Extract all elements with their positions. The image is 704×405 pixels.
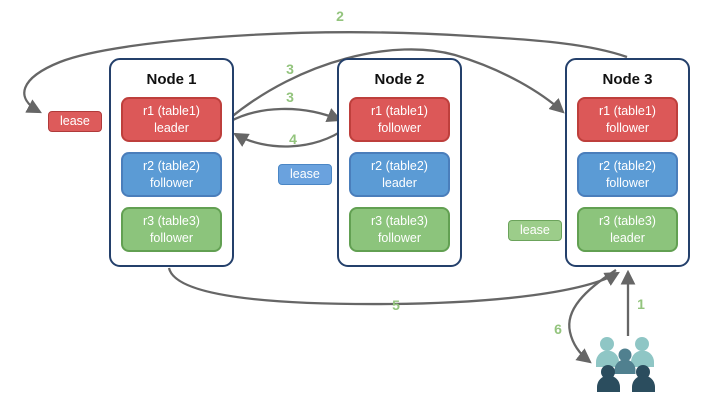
node-3-box: Node 3 r1 (table1) follower r2 (table2) … — [565, 58, 690, 267]
step-label-3b: 3 — [286, 89, 294, 105]
replica-label: r2 (table2) — [143, 158, 200, 173]
replica-role: follower — [149, 175, 194, 190]
node-2-title: Node 2 — [374, 71, 425, 88]
replica-label: r3 (table3) — [371, 213, 428, 228]
node-2-box: Node 2 r1 (table1) follower r2 (table2) … — [337, 58, 462, 267]
replica-label: r3 (table3) — [143, 213, 200, 228]
node-2-replica-r1: r1 (table1) follower — [349, 97, 450, 142]
replica-role: leader — [382, 175, 417, 190]
step-label-1: 1 — [637, 296, 645, 312]
lease-badge-blue: lease — [278, 164, 332, 185]
replica-label: r1 (table1) — [143, 103, 200, 118]
node-3-replica-r1: r1 (table1) follower — [577, 97, 678, 142]
node-3-replica-r2: r2 (table2) follower — [577, 152, 678, 197]
step-label-6: 6 — [554, 321, 562, 337]
node-2-replica-r2: r2 (table2) leader — [349, 152, 450, 197]
arrow-step-3-to-node2 — [228, 107, 343, 124]
replica-role: follower — [605, 120, 650, 135]
replica-label: r1 (table1) — [599, 103, 656, 118]
step-label-2: 2 — [336, 8, 344, 24]
replica-label: r3 (table3) — [599, 213, 656, 228]
lease-badge-red: lease — [48, 111, 102, 132]
step-label-5: 5 — [392, 297, 400, 313]
node-3-replica-r3: r3 (table3) leader — [577, 207, 678, 252]
node-1-box: Node 1 r1 (table1) leader r2 (table2) fo… — [109, 58, 234, 267]
replica-role: leader — [610, 230, 645, 245]
node-3-title: Node 3 — [602, 71, 653, 88]
replica-role: follower — [377, 230, 422, 245]
replica-label: r2 (table2) — [371, 158, 428, 173]
node-1-replica-r3: r3 (table3) follower — [121, 207, 222, 252]
replica-role: leader — [154, 120, 189, 135]
lease-badge-green: lease — [508, 220, 562, 241]
node-2-replica-r3: r3 (table3) follower — [349, 207, 450, 252]
replica-role: follower — [605, 175, 650, 190]
replica-role: follower — [149, 230, 194, 245]
replica-label: r2 (table2) — [599, 158, 656, 173]
replica-label: r1 (table1) — [371, 103, 428, 118]
node-1-replica-r2: r2 (table2) follower — [121, 152, 222, 197]
users-group-icon — [596, 337, 655, 392]
replica-role: follower — [377, 120, 422, 135]
step-label-4: 4 — [289, 131, 297, 147]
node-1-title: Node 1 — [146, 71, 197, 88]
node-1-replica-r1: r1 (table1) leader — [121, 97, 222, 142]
step-label-3a: 3 — [286, 61, 294, 77]
